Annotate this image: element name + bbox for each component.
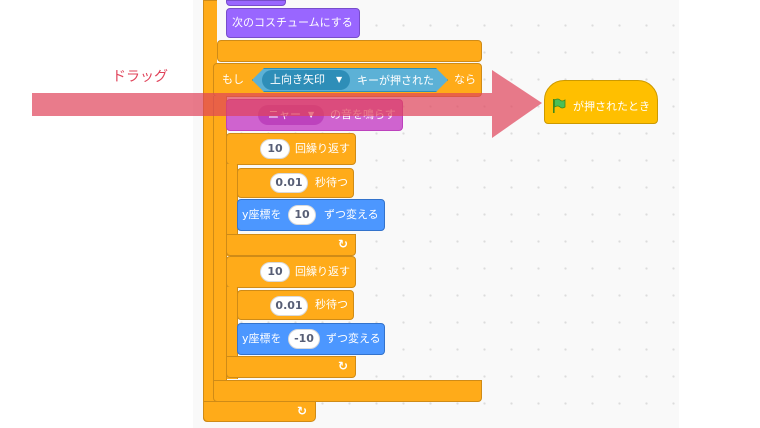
wait-label: 秒待つ (315, 298, 348, 311)
key-pressed-label: キーが押された (357, 74, 434, 87)
next-costume-label: 次のコスチュームにする (232, 16, 353, 29)
looks-block-top-stub[interactable] (226, 0, 286, 6)
change-y-suffix: ずつ変える (326, 332, 381, 345)
key-dropdown[interactable]: 上向き矢印 ▼ (262, 70, 350, 90)
if-block-bottom[interactable] (213, 380, 482, 402)
if-label: もし (222, 73, 244, 86)
change-y-label: y座標を (242, 208, 282, 221)
control-block-end[interactable] (217, 40, 482, 62)
repeat-1-bottom[interactable] (226, 234, 356, 256)
repeat-block-1[interactable]: 回繰り返す (226, 133, 356, 165)
drag-annotation-label: ドラッグ (112, 69, 168, 85)
change-y-label: y座標を (242, 332, 282, 345)
then-label: なら (454, 73, 476, 86)
repeat-2-bottom[interactable] (226, 356, 356, 378)
green-flag-label: が押されたとき (573, 100, 650, 113)
chevron-down-icon: ▼ (336, 75, 343, 84)
repeat-count-input[interactable]: 10 (260, 139, 290, 159)
change-y-value-input[interactable]: -10 (288, 329, 320, 349)
drag-arrow-icon (32, 70, 542, 138)
change-y-block-2[interactable]: y座標を ずつ変える (237, 323, 385, 355)
change-y-block-1[interactable]: y座標を ずつ変える (237, 199, 385, 231)
repeat-block-2[interactable]: 回繰り返す (226, 256, 356, 288)
key-dropdown-value: 上向き矢印 (270, 73, 325, 86)
repeat-label: 回繰り返す (295, 265, 350, 278)
next-costume-block[interactable]: 次のコスチュームにする (226, 8, 360, 38)
loop-arrow-icon: ↻ (297, 404, 308, 418)
change-y-value-input[interactable]: 10 (288, 205, 316, 225)
wait-seconds-input[interactable]: 0.01 (270, 173, 308, 193)
change-y-suffix: ずつ変える (324, 208, 379, 221)
repeat-arrow-icon: ↻ (338, 359, 349, 373)
wait-seconds-input[interactable]: 0.01 (270, 296, 308, 316)
green-flag-icon (553, 98, 566, 113)
wait-label: 秒待つ (315, 176, 348, 189)
repeat-arrow-icon: ↻ (338, 237, 349, 251)
repeat-label: 回繰り返す (295, 142, 350, 155)
repeat-count-input[interactable]: 10 (260, 262, 290, 282)
